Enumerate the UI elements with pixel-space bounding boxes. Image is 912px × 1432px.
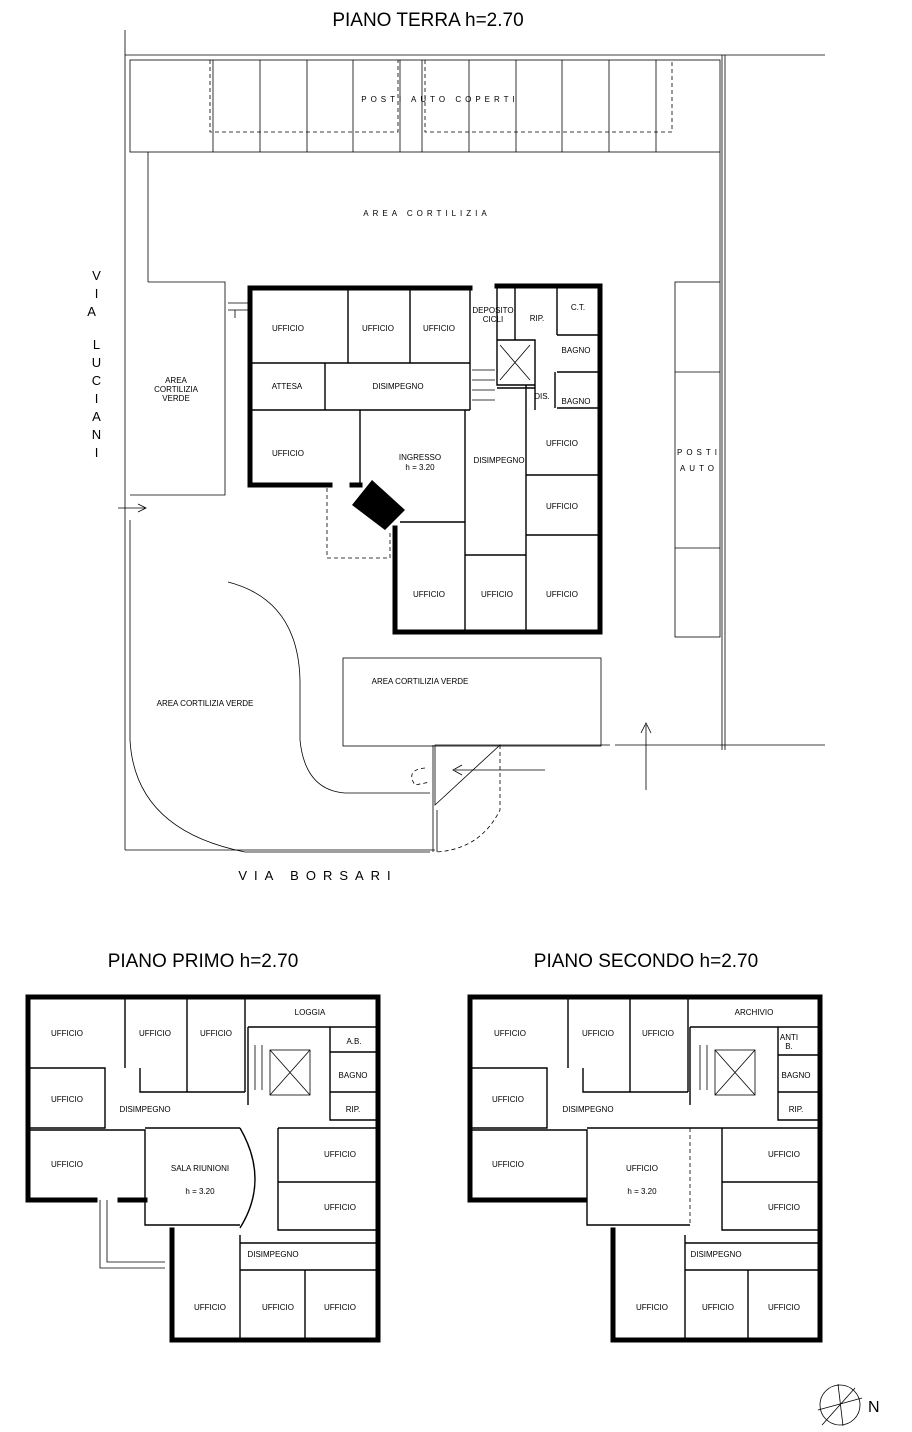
covered-parking-label: POSTI AUTO COPERTI [361,95,519,104]
room-ufficio-p4: UFFICIO [51,1095,83,1104]
room-ufficio-p1: UFFICIO [51,1029,83,1038]
entry-arrow-right [640,722,652,790]
room-cicli: CICLI [483,315,503,324]
room-attesa: ATTESA [272,382,303,391]
room-rip-p: RIP. [346,1105,361,1114]
room-bagno-g1: BAGNO [562,346,591,355]
room-ufficio-g6: UFFICIO [546,502,578,511]
entry-arrow-bottom [452,764,545,776]
room-bagno-p: BAGNO [339,1071,368,1080]
room-ufficio-s8: UFFICIO [768,1203,800,1212]
room-rip-g: RIP. [530,314,545,323]
room-disimpegno-s2: DISIMPEGNO [690,1250,741,1259]
room-ufficio-s6: UFFICIO [626,1164,658,1173]
room-ufficio-s1: UFFICIO [494,1029,526,1038]
room-sala-riunioni: SALA RIUNIONI [171,1164,229,1173]
room-ufficio-p2: UFFICIO [139,1029,171,1038]
north-label: N [868,1399,880,1416]
room-ufficio-g9: UFFICIO [546,590,578,599]
room-ufficio-s9: UFFICIO [636,1303,668,1312]
second-floor-title: PIANO SECONDO h=2.70 [534,951,758,972]
room-ct: C.T. [571,303,585,312]
room-ufficio-g2: UFFICIO [362,324,394,333]
room-ufficio-g1: UFFICIO [272,324,304,333]
room-disimpegno-g1: DISIMPEGNO [372,382,423,391]
bottom-left-green-label: AREA CORTILIZIA VERDE [157,699,254,708]
room-ufficio-s3: UFFICIO [642,1029,674,1038]
room-ufficio-p6: UFFICIO [324,1150,356,1159]
room-sala-height: h = 3.20 [185,1187,215,1196]
room-anti-b: B. [785,1042,793,1051]
room-ufficio-s5: UFFICIO [492,1160,524,1169]
bottom-green-label: AREA CORTILIZIA VERDE [372,677,469,686]
room-ab: A.B. [346,1037,361,1046]
room-bagno-g2: BAGNO [562,397,591,406]
ground-floor-title: PIANO TERRA h=2.70 [332,10,523,31]
room-ufficio-g4: UFFICIO [272,449,304,458]
room-anti: ANTI [780,1033,798,1042]
room-archivio: ARCHIVIO [735,1008,774,1017]
room-ufficio-p3: UFFICIO [200,1029,232,1038]
room-ufficio-g8: UFFICIO [481,590,513,599]
room-bagno-s: BAGNO [782,1071,811,1080]
street-via-borsari: VIA BORSARI [238,868,397,883]
room-dis: DIS. [534,392,550,401]
room-ufficio-g7: UFFICIO [413,590,445,599]
room-ufficio-s10: UFFICIO [702,1303,734,1312]
room-ufficio-p7: UFFICIO [324,1203,356,1212]
courtyard-label: AREA CORTILIZIA [363,209,490,218]
room-ufficio-s2: UFFICIO [582,1029,614,1038]
room-ufficio-p8: UFFICIO [194,1303,226,1312]
room-ufficio-p5: UFFICIO [51,1160,83,1169]
north-arrow-icon [817,1383,863,1427]
room-deposito: DEPOSITO [472,306,513,315]
parking-posti-label: POSTI [677,448,721,457]
room-ingresso-height: h = 3.20 [405,463,435,472]
room-disimpegno-p2: DISIMPEGNO [247,1250,298,1259]
room-ingresso: INGRESSO [399,453,441,462]
room-disimpegno-p1: DISIMPEGNO [119,1105,170,1114]
room-ufficio-s7: UFFICIO [768,1150,800,1159]
room-ufficio-s6-height: h = 3.20 [627,1187,657,1196]
room-ufficio-s4: UFFICIO [492,1095,524,1104]
room-ufficio-g3: UFFICIO [423,324,455,333]
room-ufficio-p9: UFFICIO [262,1303,294,1312]
entry-arrow-left [118,503,147,513]
second-floor-plan: UFFICIO UFFICIO UFFICIO ARCHIVIO ANTI B.… [467,994,823,1343]
room-rip-s: RIP. [789,1105,804,1114]
room-ufficio-g5: UFFICIO [546,439,578,448]
room-ufficio-s11: UFFICIO [768,1303,800,1312]
first-floor-title: PIANO PRIMO h=2.70 [108,951,299,972]
parking-auto-label: AUTO [680,464,718,473]
room-ufficio-p10: UFFICIO [324,1303,356,1312]
room-disimpegno-g2: DISIMPEGNO [473,456,524,465]
room-loggia: LOGGIA [295,1008,326,1017]
room-disimpegno-s1: DISIMPEGNO [562,1105,613,1114]
first-floor-plan: UFFICIO UFFICIO UFFICIO LOGGIA A.B. BAGN… [25,994,381,1343]
